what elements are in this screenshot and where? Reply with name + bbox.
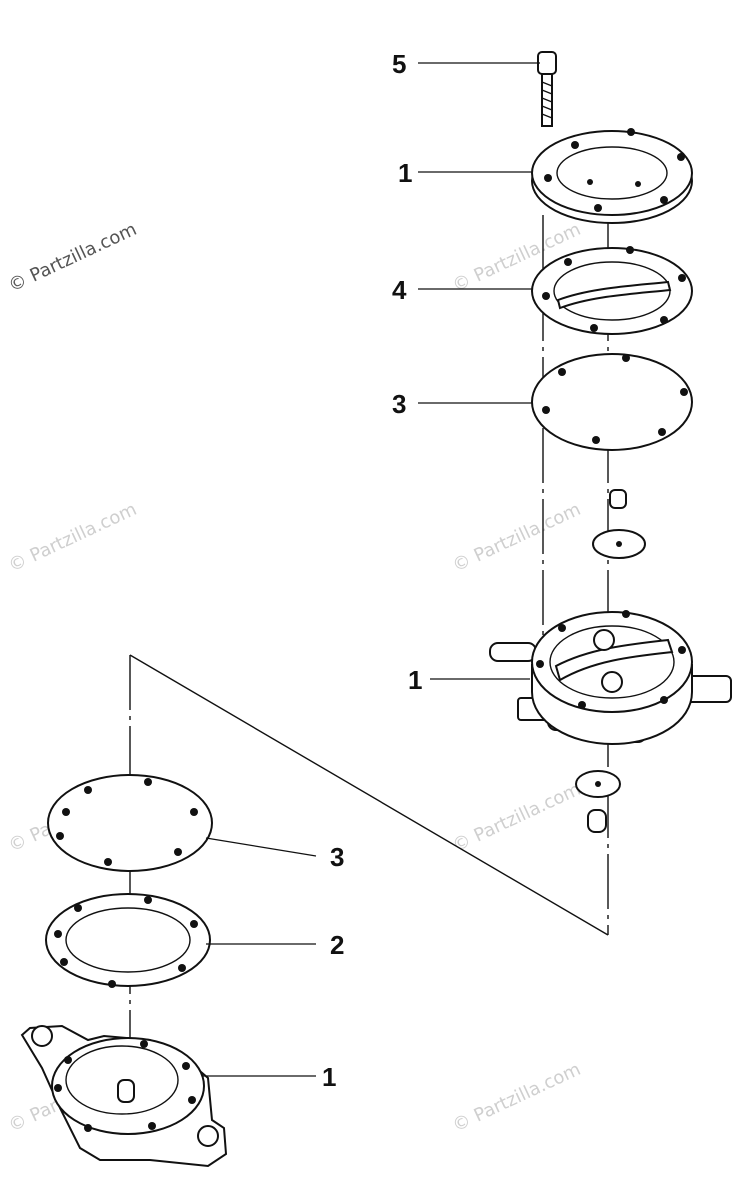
base-cover: [20, 1024, 228, 1168]
callout-gasket-lower: 2: [330, 930, 344, 960]
upper-gasket: [531, 246, 693, 335]
callout-diaphragm-upper: 3: [392, 389, 406, 419]
callout-bolt: 5: [392, 49, 406, 79]
lower-diaphragm: [47, 774, 213, 872]
lower-valve-parts: [575, 770, 621, 833]
callout-base-cover: 1: [322, 1062, 336, 1092]
upper-diaphragm: [531, 353, 693, 451]
top-cover: [531, 128, 693, 224]
watermark-lower-right: © Partzilla.com: [449, 779, 584, 857]
leader-lines: [202, 62, 540, 1077]
callout-diaphragm-lower: 3: [330, 842, 344, 872]
callout-labels: 5 1 4 3 1 3 2 1: [322, 49, 422, 1092]
callout-top-cover: 1: [398, 158, 412, 188]
watermark-mid-left: © Partzilla.com: [5, 499, 140, 577]
lower-gasket: [45, 893, 211, 988]
bolt: [537, 51, 557, 127]
pump-body: [489, 610, 732, 746]
watermark-top-left: © Partzilla.com: [5, 219, 140, 297]
watermark-bottom-right: © Partzilla.com: [449, 1059, 584, 1137]
callout-pump-body: 1: [408, 665, 422, 695]
watermark-mid-right: © Partzilla.com: [449, 499, 584, 577]
upper-valve-parts: [592, 489, 646, 559]
watermarks: © Partzilla.com © Partzilla.com © Partzi…: [5, 219, 584, 1137]
callout-gasket-upper: 4: [392, 275, 407, 305]
